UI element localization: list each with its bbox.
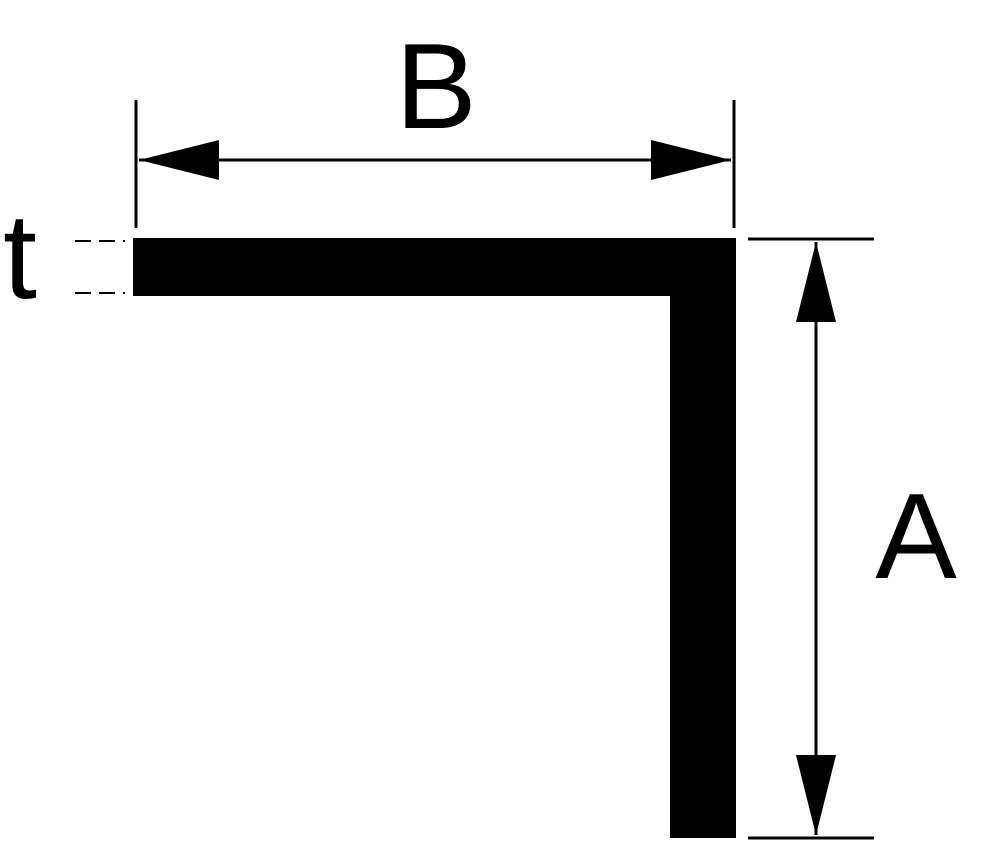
- height-label: A: [875, 468, 957, 604]
- height-dimension: A: [748, 237, 957, 840]
- width-label: B: [395, 18, 476, 154]
- thickness-label: t: [3, 188, 37, 324]
- width-dimension: B: [134, 18, 736, 228]
- angle-profile-shape: [133, 238, 736, 838]
- thickness-dimension: t: [3, 188, 125, 324]
